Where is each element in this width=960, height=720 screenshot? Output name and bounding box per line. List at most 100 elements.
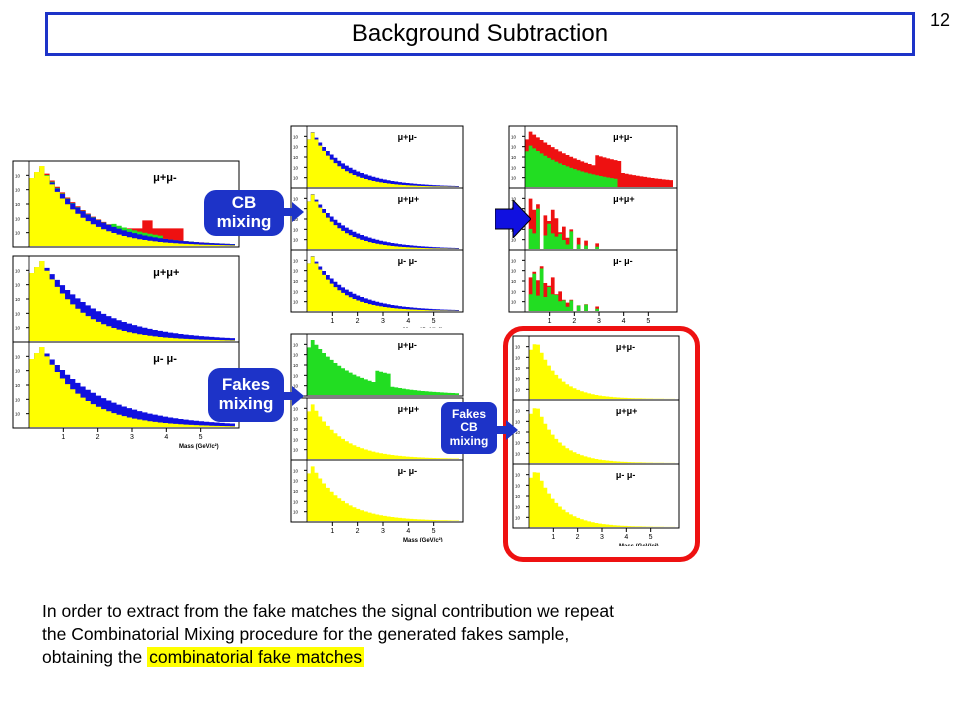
y-tick-label: 10: [293, 342, 299, 347]
charge-label: μ+μ+: [616, 406, 638, 416]
x-tick-label: 5: [432, 528, 436, 535]
charge-label: μ+μ-: [398, 132, 417, 142]
y-tick-label: 10: [511, 300, 517, 305]
x-tick-label: 3: [600, 534, 604, 541]
cb-mixing-callout: CB mixing: [204, 190, 284, 236]
charge-label: μ+μ+: [398, 404, 420, 414]
y-tick-label: 10: [293, 196, 299, 201]
y-tick-label: 10: [515, 451, 521, 456]
charge-label: μ- μ-: [613, 256, 633, 266]
body-line-prefix: obtaining the: [42, 647, 148, 667]
body-line: In order to extract from the fake matche…: [42, 601, 614, 621]
y-tick-label: 10: [511, 134, 517, 139]
x-tick-label: 1: [330, 318, 334, 325]
y-tick-label: 10: [15, 311, 21, 316]
y-tick-label: 10: [15, 202, 21, 207]
highlighted-phrase: combinatorial fake matches: [147, 647, 365, 667]
y-tick-label: 10: [511, 196, 517, 201]
y-tick-label: 10: [515, 409, 521, 414]
callout-line: CB: [231, 193, 257, 213]
histogram-area: [307, 466, 459, 521]
callout-line: mixing: [449, 433, 489, 448]
y-tick-label: 10: [15, 231, 21, 236]
y-tick-label: 10: [511, 145, 517, 150]
histogram-area: [29, 347, 235, 427]
y-tick-label: 10: [293, 279, 299, 284]
x-tick-label: 4: [406, 318, 410, 325]
y-tick-label: 10: [293, 417, 299, 422]
y-tick-label: 10: [15, 268, 21, 273]
x-tick-label: 3: [381, 528, 385, 535]
y-tick-label: 10: [293, 353, 299, 358]
y-tick-label: 10: [511, 165, 517, 170]
histogram-area: [529, 344, 675, 399]
y-tick-label: 10: [515, 430, 521, 435]
x-tick-label: 2: [96, 434, 100, 441]
arrow-right-icon: [282, 386, 304, 406]
y-tick-label: 10: [511, 176, 517, 181]
y-tick-label: 10: [15, 283, 21, 288]
histogram-area: [307, 194, 459, 249]
y-tick-label: 10: [293, 489, 299, 494]
y-tick-label: 10: [293, 437, 299, 442]
y-tick-label: 10: [15, 369, 21, 374]
histogram-area: [307, 339, 459, 395]
y-tick-label: 10: [511, 279, 517, 284]
arrow-right-icon: [282, 202, 304, 222]
x-tick-label: 3: [597, 318, 601, 325]
body-line: obtaining the combinatorial fake matches: [42, 646, 762, 669]
charge-label: μ+μ+: [398, 194, 420, 204]
charge-label: μ- μ-: [398, 466, 418, 476]
y-tick-label: 10: [293, 258, 299, 263]
y-tick-label: 10: [293, 406, 299, 411]
charge-label: μ+μ+: [613, 194, 635, 204]
x-axis-title: Mass (GeV/c²): [619, 543, 659, 546]
x-axis-title: Mass (GeV/c²): [179, 443, 219, 450]
y-tick-label: 10: [515, 355, 521, 360]
charge-label: μ- μ-: [153, 353, 177, 365]
y-tick-label: 10: [515, 345, 521, 350]
x-tick-label: 1: [551, 534, 555, 541]
arrow-right-icon: [496, 420, 518, 440]
slide-title-box: Background Subtraction: [45, 12, 915, 56]
histogram-area: [525, 145, 673, 187]
y-tick-label: 10: [15, 354, 21, 359]
fakes-cb-mixing-callout: Fakes CB mixing: [441, 402, 497, 454]
x-tick-label: 4: [164, 434, 168, 441]
x-tick-label: 5: [432, 318, 436, 325]
y-tick-label: 10: [293, 289, 299, 294]
x-tick-label: 5: [646, 318, 650, 325]
y-tick-label: 10: [293, 468, 299, 473]
charge-label: μ+μ-: [398, 340, 417, 350]
histogram-panel-cb-mixing: 1010101010μ+μ-1010101010μ+μ+1010101010μ-…: [290, 122, 466, 328]
highlight-frame: [503, 326, 700, 562]
y-tick-label: 10: [515, 441, 521, 446]
x-tick-label: 4: [622, 318, 626, 325]
y-tick-label: 10: [293, 448, 299, 453]
y-tick-label: 10: [515, 377, 521, 382]
x-tick-label: 2: [576, 534, 580, 541]
y-tick-label: 10: [515, 505, 521, 510]
x-tick-label: 2: [572, 318, 576, 325]
y-tick-label: 10: [515, 473, 521, 478]
y-tick-label: 10: [293, 165, 299, 170]
callout-line: mixing: [218, 394, 274, 413]
x-tick-label: 4: [624, 534, 628, 541]
y-tick-label: 10: [515, 494, 521, 499]
body-line: the Combinatorial Mixing procedure for t…: [42, 624, 570, 644]
y-tick-label: 10: [15, 297, 21, 302]
charge-label: μ+μ+: [153, 267, 179, 279]
y-tick-label: 10: [293, 238, 299, 243]
y-tick-label: 10: [293, 227, 299, 232]
y-tick-label: 10: [293, 479, 299, 484]
histogram-area: [29, 261, 235, 341]
callout-line: Fakes: [221, 375, 271, 395]
charge-label: μ+μ-: [613, 132, 632, 142]
y-tick-label: 10: [15, 173, 21, 178]
histogram-area: [529, 472, 675, 527]
histogram-area: [525, 266, 673, 311]
charge-label: μ+μ-: [616, 342, 635, 352]
histogram-panel-result: 1010101010μ+μ-1010101010μ+μ+1010101010μ-…: [508, 122, 680, 328]
y-tick-label: 10: [293, 145, 299, 150]
y-tick-label: 10: [15, 216, 21, 221]
